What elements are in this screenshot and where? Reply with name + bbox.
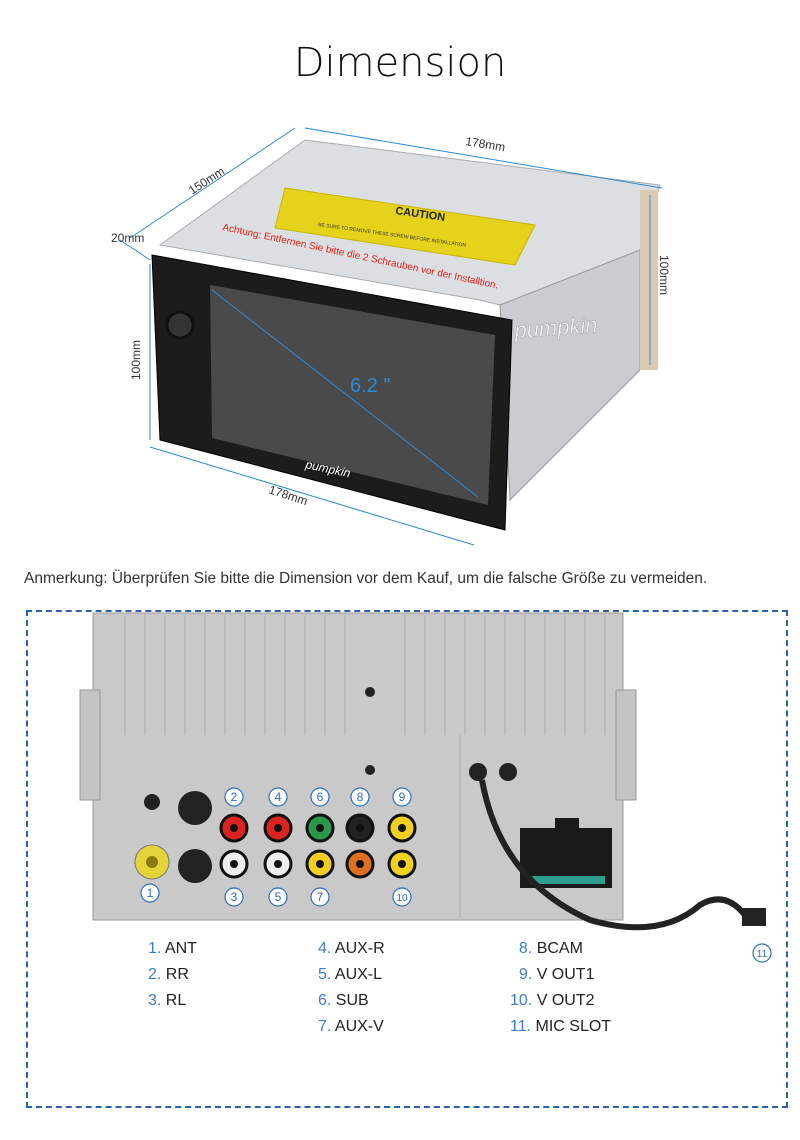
legend-item: 3. RL <box>148 992 187 1009</box>
legend-item: 11. MIC SLOT <box>510 1018 612 1035</box>
legend-item: 4. AUX-R <box>318 940 385 957</box>
screen-size-label: 6.2 " <box>350 375 390 397</box>
dim-left-height: 100mm <box>129 340 143 380</box>
dim-front-depth: 20mm <box>111 231 144 245</box>
legend-item: 5. AUX-L <box>318 966 383 983</box>
dim-right-height: 100mm <box>657 255 671 295</box>
dim-depth: 150mm <box>186 164 227 198</box>
connector-panel-frame <box>26 610 788 1108</box>
legend-item: 7. AUX-V <box>318 1018 384 1035</box>
screen <box>210 285 495 505</box>
volume-knob <box>165 310 195 340</box>
legend-item: 2. RR <box>148 966 189 983</box>
dim-bottom-length: 178mm <box>267 483 309 509</box>
legend-item: 8. BCAM <box>518 940 583 957</box>
watermark-logo: pumpkin <box>513 312 599 343</box>
legend-column-2: 4. AUX-R 5. AUX-L 6. SUB 7. AUX-V <box>318 940 385 1044</box>
caution-label <box>274 187 536 266</box>
legend-item: 1. ANT <box>148 940 197 957</box>
legend-column-3: 8. BCAM 9. V OUT1 10. V OUT2 11. MIC SLO… <box>510 940 611 1044</box>
legend-item: 10. V OUT2 <box>510 992 595 1009</box>
rear-bracket <box>640 190 658 370</box>
dim-top-length: 178mm <box>465 134 507 154</box>
legend-item: 6. SUB <box>318 992 369 1009</box>
legend-column-1: 1. ANT 2. RR 3. RL <box>148 940 197 1018</box>
dimension-diagram: CAUTION BE SURE TO REMOVE THESE SCREW BE… <box>111 127 671 546</box>
dimension-note: Anmerkung: Überprüfen Sie bitte die Dime… <box>24 570 708 587</box>
dimension-lines <box>119 127 663 546</box>
legend-item: 9. V OUT1 <box>518 966 595 983</box>
page-title: Dimension <box>293 40 507 86</box>
